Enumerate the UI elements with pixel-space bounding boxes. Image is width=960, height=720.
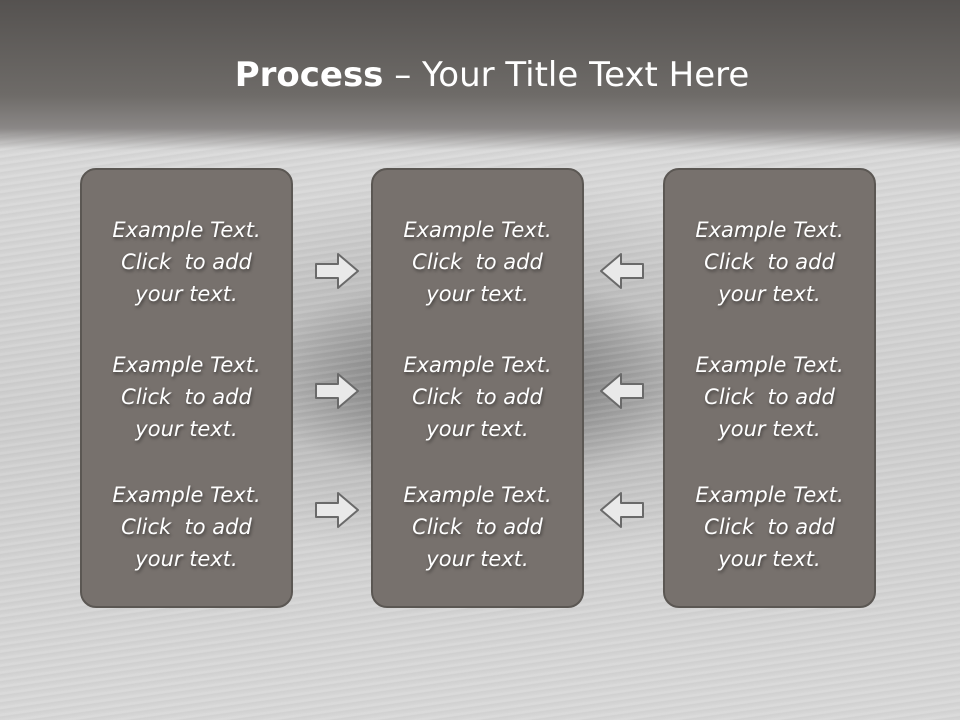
panel-text-block[interactable]: Example Text. Click to add your text. xyxy=(82,214,291,310)
text-line: your text. xyxy=(426,547,529,571)
panel-text-block[interactable]: Example Text. Click to add your text. xyxy=(82,349,291,445)
panel-text-block[interactable]: Example Text. Click to add your text. xyxy=(665,349,874,445)
text-line: Click to add xyxy=(412,250,543,274)
text-line: your text. xyxy=(426,282,529,306)
slide-title[interactable]: Process – Your Title Text Here xyxy=(0,52,960,98)
text-line: Example Text. xyxy=(112,218,261,242)
text-line: Click to add xyxy=(121,515,252,539)
text-line: Example Text. xyxy=(403,483,552,507)
panel-text-block[interactable]: Example Text. Click to add your text. xyxy=(373,479,582,575)
process-panel-middle[interactable]: Example Text. Click to add your text. Ex… xyxy=(371,168,584,608)
text-line: Example Text. xyxy=(695,483,844,507)
text-line: your text. xyxy=(135,547,238,571)
text-line: Example Text. xyxy=(695,353,844,377)
right-arrow-icon xyxy=(315,253,359,289)
text-line: Click to add xyxy=(412,515,543,539)
text-line: Example Text. xyxy=(112,353,261,377)
right-arrow-icon xyxy=(315,373,359,409)
left-arrow-icon xyxy=(600,253,644,289)
left-arrow-icon xyxy=(600,492,644,528)
text-line: your text. xyxy=(718,417,821,441)
text-line: your text. xyxy=(135,417,238,441)
text-line: Example Text. xyxy=(403,218,552,242)
text-line: Example Text. xyxy=(403,353,552,377)
text-line: your text. xyxy=(718,547,821,571)
text-line: Click to add xyxy=(121,250,252,274)
text-line: Click to add xyxy=(412,385,543,409)
left-arrow-icon xyxy=(600,373,644,409)
process-panel-right[interactable]: Example Text. Click to add your text. Ex… xyxy=(663,168,876,608)
process-panel-left[interactable]: Example Text. Click to add your text. Ex… xyxy=(80,168,293,608)
panel-text-block[interactable]: Example Text. Click to add your text. xyxy=(373,214,582,310)
panel-text-block[interactable]: Example Text. Click to add your text. xyxy=(665,479,874,575)
title-rest: – Your Title Text Here xyxy=(383,55,750,95)
text-line: Click to add xyxy=(704,515,835,539)
panel-text-block[interactable]: Example Text. Click to add your text. xyxy=(373,349,582,445)
text-line: Click to add xyxy=(704,250,835,274)
text-line: Click to add xyxy=(121,385,252,409)
text-line: your text. xyxy=(135,282,238,306)
text-line: Example Text. xyxy=(695,218,844,242)
text-line: Click to add xyxy=(704,385,835,409)
text-line: Example Text. xyxy=(112,483,261,507)
text-line: your text. xyxy=(718,282,821,306)
title-bar xyxy=(0,0,960,150)
text-line: your text. xyxy=(426,417,529,441)
title-bold: Process xyxy=(234,55,384,95)
panel-text-block[interactable]: Example Text. Click to add your text. xyxy=(665,214,874,310)
right-arrow-icon xyxy=(315,492,359,528)
panel-text-block[interactable]: Example Text. Click to add your text. xyxy=(82,479,291,575)
